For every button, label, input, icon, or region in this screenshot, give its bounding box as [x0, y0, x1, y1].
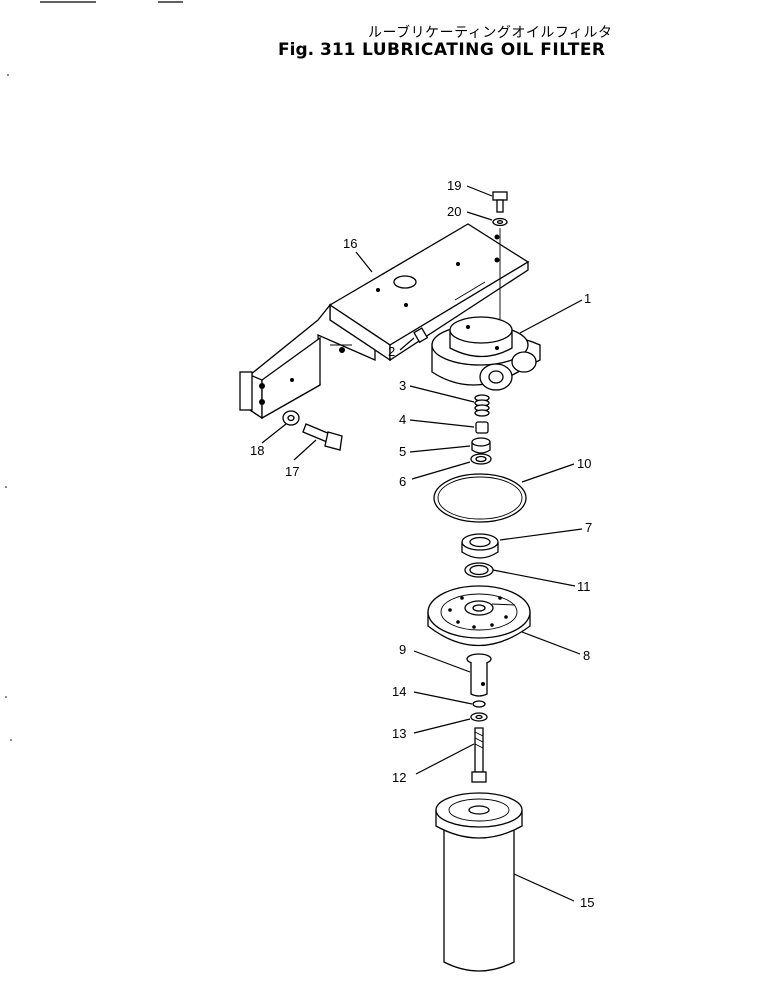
leader-line	[513, 873, 575, 902]
scan-speck	[5, 696, 7, 698]
bolt-icon	[302, 423, 343, 451]
leader-line	[413, 718, 471, 734]
callout-17: 17	[285, 464, 299, 479]
washer-icon	[282, 410, 300, 426]
leader-line	[399, 337, 415, 351]
leader-line	[519, 299, 583, 334]
callout-9: 9	[399, 642, 406, 657]
valve-icon	[475, 421, 489, 434]
leader-line	[355, 251, 373, 273]
callout-20: 20	[447, 204, 461, 219]
leader-line	[409, 419, 475, 428]
callout-14: 14	[392, 684, 406, 699]
washer-icon	[492, 217, 508, 227]
seal-icon	[461, 533, 499, 559]
cartridge-icon	[435, 792, 523, 972]
o-ring-icon	[464, 562, 494, 578]
callout-5: 5	[399, 444, 406, 459]
washer-icon	[472, 700, 486, 708]
spring-icon	[474, 394, 490, 417]
callout-11: 11	[577, 579, 591, 594]
leader-line	[521, 631, 581, 655]
callout-19: 19	[447, 178, 461, 193]
bolt-icon	[492, 191, 508, 213]
leader-line	[409, 385, 475, 403]
callout-15: 15	[580, 895, 594, 910]
callout-13: 13	[392, 726, 406, 741]
leader-line	[499, 528, 583, 541]
callout-7: 7	[585, 520, 592, 535]
seat-icon	[471, 437, 491, 454]
leader-line	[415, 743, 475, 775]
leader-line	[492, 569, 576, 587]
leader-line	[261, 423, 287, 444]
filter-head-icon	[431, 316, 541, 391]
callout-12: 12	[392, 770, 406, 785]
leader-line	[413, 691, 473, 705]
plug-icon	[413, 327, 429, 344]
figure-title: LUBRICATING OIL FILTER	[362, 40, 606, 60]
leader-line	[409, 445, 471, 453]
callout-4: 4	[399, 412, 406, 427]
callout-18: 18	[250, 443, 264, 458]
callout-6: 6	[399, 474, 406, 489]
callout-1: 1	[584, 291, 591, 306]
scan-speck	[5, 486, 7, 488]
o-ring-icon	[470, 453, 492, 465]
gasket-icon	[433, 473, 527, 523]
leader-line	[413, 650, 471, 673]
callout-2: 2	[388, 344, 395, 359]
callout-10: 10	[577, 456, 591, 471]
bolt-icon	[471, 727, 487, 783]
callout-16: 16	[343, 236, 357, 251]
figure-number: Fig. 311	[278, 40, 356, 60]
leader-line	[466, 185, 493, 197]
callout-8: 8	[583, 648, 590, 663]
leader-line	[293, 439, 317, 461]
nipple-icon	[466, 653, 492, 697]
leader-line	[521, 463, 575, 483]
washer-icon	[470, 712, 488, 722]
leader-line	[466, 211, 493, 221]
scan-speck	[7, 74, 9, 76]
cover-icon	[427, 585, 531, 646]
scan-speck	[10, 739, 12, 741]
leader-line	[411, 461, 471, 480]
callout-3: 3	[399, 378, 406, 393]
title-japanese: ルーブリケーティングオイルフィルタ	[368, 25, 613, 41]
